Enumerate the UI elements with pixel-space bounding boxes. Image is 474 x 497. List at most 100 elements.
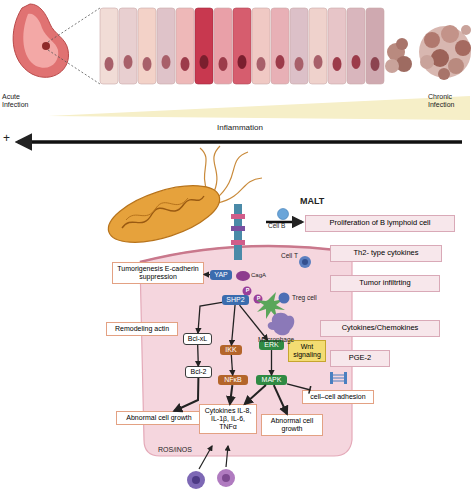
protein-box: IKK bbox=[220, 345, 242, 355]
axis-label: Inflammation bbox=[195, 123, 285, 132]
adhesion-symbol bbox=[333, 378, 344, 379]
tumor-cell bbox=[448, 58, 464, 74]
macrophage bbox=[268, 313, 295, 336]
nucleus bbox=[352, 55, 361, 69]
nucleus bbox=[162, 55, 171, 69]
tumor-cell bbox=[431, 49, 449, 67]
epithelial-cell bbox=[252, 8, 270, 84]
connector bbox=[245, 385, 266, 404]
nucleus bbox=[143, 57, 152, 71]
tumor-cell bbox=[441, 25, 459, 43]
connector bbox=[271, 350, 272, 375]
epithelial-cell bbox=[119, 8, 137, 84]
secretion-ring bbox=[231, 240, 245, 245]
treg-cell bbox=[279, 293, 290, 304]
epithelial-cell bbox=[195, 8, 213, 84]
cell-label: Cell T bbox=[281, 252, 311, 259]
nucleus bbox=[105, 57, 114, 71]
malt-box: Tumor infiltrting bbox=[330, 275, 440, 292]
cell-label: Cell B bbox=[268, 222, 298, 229]
epithelial-cell bbox=[157, 8, 175, 84]
tumor-cell bbox=[461, 25, 471, 35]
zoom-line bbox=[48, 50, 100, 84]
ros-arrow bbox=[226, 446, 228, 467]
epithelial-cell bbox=[233, 8, 251, 84]
connector bbox=[240, 305, 268, 340]
note-label: ROS/iNOS bbox=[158, 446, 198, 454]
malt-box: Proliferation of B lymphoid cell bbox=[305, 215, 455, 232]
nucleus bbox=[181, 57, 190, 71]
outcome-box: Tumorigenesis E-cadherin suppression bbox=[112, 262, 204, 284]
ros-arrow bbox=[199, 446, 212, 469]
nucleus bbox=[276, 55, 285, 69]
infection-wedge bbox=[48, 96, 470, 120]
adhesion-symbol bbox=[333, 381, 344, 382]
outcome-box: Cytokines IL-8, IL-1β, IL-6, TNFα bbox=[199, 404, 257, 434]
protein-box: SHP2 bbox=[222, 295, 249, 305]
node-text: MAPK bbox=[258, 376, 285, 384]
node-text: Bcl-xL bbox=[186, 335, 209, 343]
node-text: Tumorigenesis E-cadherin suppression bbox=[116, 265, 200, 281]
b-cell bbox=[278, 209, 289, 220]
nucleus bbox=[371, 57, 380, 71]
connector bbox=[287, 384, 311, 390]
protein-box: MAPK bbox=[256, 375, 287, 385]
connector bbox=[231, 305, 235, 345]
protein-box: Bcl-2 bbox=[185, 366, 212, 378]
outcome-box: Abnormal cell growth bbox=[261, 414, 323, 436]
nucleus bbox=[200, 55, 209, 69]
outcome-box: Abnormal cell growth bbox=[116, 411, 202, 425]
tumor-cell bbox=[455, 40, 471, 56]
stage-label: Acute Infection bbox=[2, 93, 46, 109]
flagellum bbox=[212, 146, 220, 196]
epithelium bbox=[100, 8, 384, 84]
immune-cell bbox=[217, 469, 235, 487]
bacterium bbox=[102, 174, 227, 254]
secretion-needle bbox=[234, 204, 242, 260]
node-text: Remodeling actin bbox=[110, 325, 174, 333]
phosphate-label: P bbox=[255, 295, 262, 301]
epithelial-cell bbox=[347, 8, 365, 84]
immune-nucleus bbox=[192, 476, 200, 484]
zoom-line bbox=[48, 8, 100, 42]
epithelial-cell bbox=[138, 8, 156, 84]
node-text: Cytokines IL-8, IL-1β, IL-6, TNFα bbox=[203, 407, 253, 431]
epithelial-cell bbox=[309, 8, 327, 84]
connector bbox=[197, 345, 199, 366]
adhesion-symbol bbox=[333, 375, 344, 376]
adhesion-symbol bbox=[344, 372, 347, 384]
phosphate-label: P bbox=[244, 287, 251, 293]
nucleus bbox=[238, 55, 247, 69]
malt-box: Th2- type cytokines bbox=[330, 245, 442, 262]
connector bbox=[230, 385, 232, 404]
node-text: Wnt signaling bbox=[292, 343, 322, 359]
node-text: IKK bbox=[222, 346, 240, 354]
sign-label: + bbox=[3, 132, 15, 146]
protein-box: Bcl-xL bbox=[183, 333, 212, 345]
tumor-cell bbox=[438, 68, 450, 80]
node-text: Th2- type cytokines bbox=[334, 249, 438, 258]
nucleus bbox=[333, 57, 342, 71]
pathway-box: Wnt signaling bbox=[288, 340, 326, 362]
tumor-cell bbox=[385, 59, 399, 73]
node-text: Abnormal cell growth bbox=[265, 417, 319, 433]
caga-protein bbox=[236, 271, 250, 281]
cell-membrane bbox=[140, 246, 352, 262]
inflammation-arrow bbox=[18, 140, 462, 144]
t-cell-nucleus bbox=[302, 259, 308, 265]
lesion bbox=[42, 42, 50, 50]
protein-box: NFκB bbox=[218, 375, 248, 385]
immune-cell bbox=[187, 471, 205, 489]
secretion-ring bbox=[231, 226, 245, 231]
malt-box: PGE-2 bbox=[330, 350, 390, 367]
connector bbox=[231, 355, 232, 375]
connector bbox=[174, 378, 198, 411]
epithelial-cell bbox=[271, 8, 289, 84]
immune-nucleus bbox=[222, 474, 230, 482]
tumor-cell bbox=[424, 32, 440, 48]
connector bbox=[274, 385, 287, 414]
nucleus bbox=[257, 57, 266, 71]
stage-label: Chronic Infection bbox=[428, 93, 474, 109]
cell-label: Treg cell bbox=[292, 294, 328, 301]
